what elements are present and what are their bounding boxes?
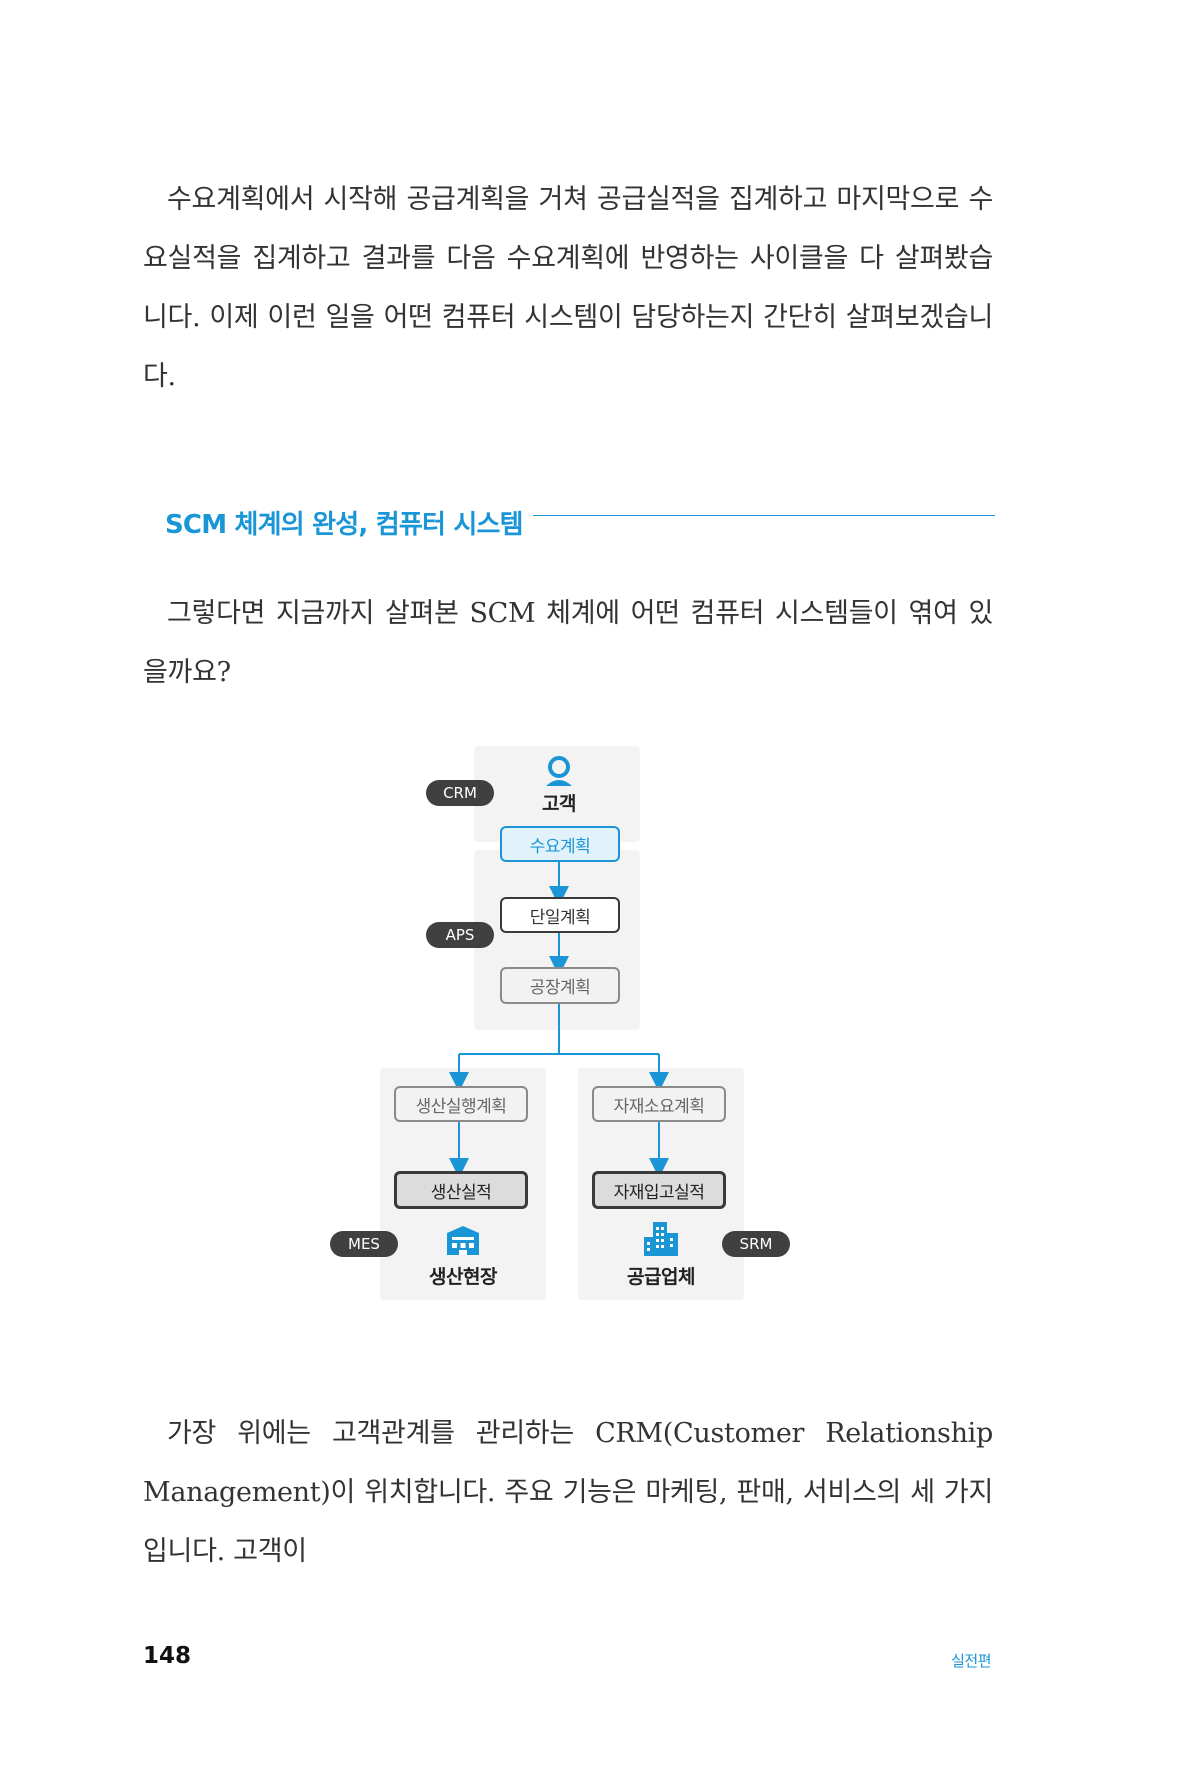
srm-badge: SRM: [722, 1231, 790, 1257]
aps-badge: APS: [426, 922, 494, 948]
material-receipt-result-box: 자재입고실적: [592, 1171, 726, 1209]
material-req-plan-box: 자재소요계획: [592, 1086, 726, 1122]
page-number: 148: [143, 1643, 192, 1669]
person-icon: [546, 756, 572, 786]
buildings-icon: [644, 1222, 678, 1256]
section-title: SCM 체계의 완성, 컴퓨터 시스템: [165, 509, 523, 540]
paragraph-intro-text: 수요계획에서 시작해 공급계획을 거쳐 공급실적을 집계하고 마지막으로 수요실…: [143, 184, 993, 392]
factory-icon: [447, 1226, 479, 1255]
factory-plan-box: 공장계획: [500, 967, 620, 1004]
paragraph-intro: 수요계획에서 시작해 공급계획을 거쳐 공급실적을 집계하고 마지막으로 수요실…: [143, 170, 993, 406]
demand-plan-box: 수요계획: [500, 826, 620, 862]
mes-badge: MES: [330, 1231, 398, 1257]
production-site-label: 생산현장: [429, 1266, 497, 1288]
crm-badge: CRM: [426, 780, 494, 806]
supplier-label: 공급업체: [627, 1266, 695, 1288]
single-plan-box: 단일계획: [500, 897, 620, 933]
section-rule: [532, 514, 995, 516]
production-result-box: 생산실적: [394, 1171, 528, 1209]
section-heading: SCM 체계의 완성, 컴퓨터 시스템: [165, 498, 995, 546]
production-exec-plan-box: 생산실행계획: [394, 1086, 528, 1122]
footer-section-name: 실전편: [951, 1652, 991, 1670]
customer-label: 고객: [542, 793, 576, 815]
paragraph-crm-text: 가장 위에는 고객관계를 관리하는 CRM(Customer Relations…: [143, 1418, 993, 1567]
paragraph-question-text: 그렇다면 지금까지 살펴본 SCM 체계에 어떤 컴퓨터 시스템들이 엮여 있을…: [143, 598, 993, 688]
paragraph-crm: 가장 위에는 고객관계를 관리하는 CRM(Customer Relations…: [143, 1404, 993, 1581]
paragraph-question: 그렇다면 지금까지 살펴본 SCM 체계에 어떤 컴퓨터 시스템들이 엮여 있을…: [143, 584, 993, 702]
